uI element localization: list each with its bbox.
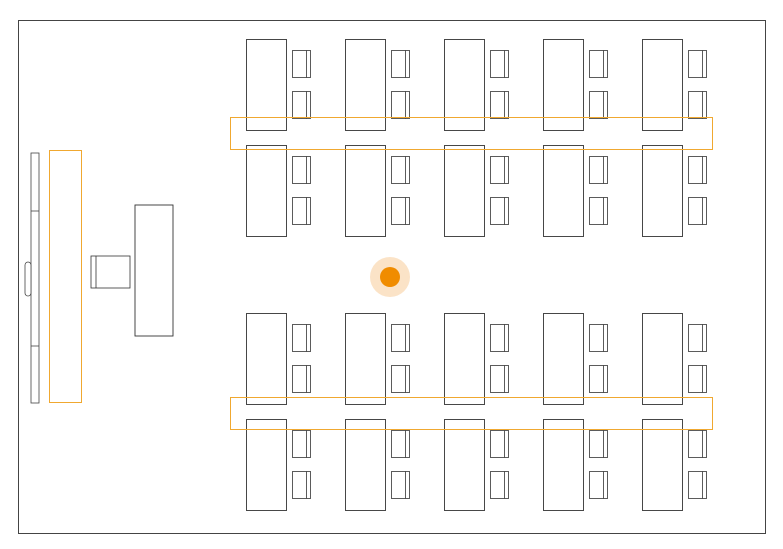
chair-icon[interactable]: [688, 197, 707, 225]
chair-icon[interactable]: [391, 156, 410, 184]
chair-icon[interactable]: [589, 197, 608, 225]
desk-unit: [444, 39, 509, 131]
desk-icon[interactable]: [246, 145, 287, 237]
room-boundary: [18, 20, 766, 534]
chair-icon[interactable]: [589, 91, 608, 119]
chair-icon[interactable]: [589, 156, 608, 184]
chair-icon[interactable]: [391, 91, 410, 119]
chair-icon[interactable]: [490, 324, 509, 352]
desk-unit: [543, 39, 608, 131]
teacher-chair[interactable]: [90, 255, 131, 289]
desk-icon[interactable]: [543, 419, 584, 511]
chair-icon[interactable]: [292, 471, 311, 499]
teacher-station: [90, 204, 174, 337]
chair-icon[interactable]: [391, 50, 410, 78]
desk-icon[interactable]: [642, 419, 683, 511]
chair-icon[interactable]: [391, 365, 410, 393]
whiteboard: [30, 152, 40, 404]
desk-unit: [246, 39, 311, 131]
desk-icon[interactable]: [642, 145, 683, 237]
desk-icon[interactable]: [642, 39, 683, 131]
desk-unit: [642, 419, 707, 511]
desk-icon[interactable]: [246, 419, 287, 511]
chair-icon[interactable]: [490, 471, 509, 499]
aisle-upper-highlight[interactable]: [230, 117, 713, 150]
desk-icon[interactable]: [246, 39, 287, 131]
desk-unit: [345, 419, 410, 511]
chair-icon[interactable]: [391, 324, 410, 352]
whiteboard-area-highlight[interactable]: [49, 150, 82, 403]
chair-icon[interactable]: [490, 91, 509, 119]
desk-icon[interactable]: [543, 145, 584, 237]
chair-icon[interactable]: [589, 365, 608, 393]
desk-unit: [543, 145, 608, 237]
chair-icon[interactable]: [688, 430, 707, 458]
desk-unit: [246, 313, 311, 405]
chair-icon[interactable]: [490, 365, 509, 393]
chair-icon[interactable]: [688, 156, 707, 184]
entrance-door[interactable]: [24, 261, 32, 297]
desk-icon[interactable]: [345, 313, 386, 405]
chair-icon[interactable]: [490, 156, 509, 184]
desk-unit: [246, 419, 311, 511]
chair-icon[interactable]: [391, 471, 410, 499]
chair-icon[interactable]: [688, 91, 707, 119]
desk-unit: [444, 313, 509, 405]
chair-icon[interactable]: [292, 91, 311, 119]
desk-icon[interactable]: [444, 419, 485, 511]
chair-icon[interactable]: [589, 324, 608, 352]
desk-icon[interactable]: [444, 313, 485, 405]
chair-icon[interactable]: [292, 50, 311, 78]
chair-icon[interactable]: [292, 324, 311, 352]
chair-icon[interactable]: [589, 50, 608, 78]
chair-icon[interactable]: [589, 430, 608, 458]
chair-icon[interactable]: [589, 471, 608, 499]
desk-unit: [444, 419, 509, 511]
location-marker-icon[interactable]: [370, 257, 410, 297]
student-desks: [246, 39, 707, 511]
desk-unit: [642, 313, 707, 405]
teacher-desk[interactable]: [134, 204, 174, 337]
desk-icon[interactable]: [345, 419, 386, 511]
chair-icon[interactable]: [688, 471, 707, 499]
desk-icon[interactable]: [345, 39, 386, 131]
chair-icon[interactable]: [490, 50, 509, 78]
desk-unit: [345, 313, 410, 405]
desk-icon[interactable]: [246, 313, 287, 405]
desk-unit: [345, 39, 410, 131]
location-marker-dot: [380, 267, 400, 287]
desk-icon[interactable]: [642, 313, 683, 405]
chair-icon[interactable]: [292, 156, 311, 184]
chair-icon[interactable]: [490, 197, 509, 225]
desk-unit: [642, 39, 707, 131]
chair-icon[interactable]: [292, 197, 311, 225]
desk-unit: [246, 145, 311, 237]
chair-icon[interactable]: [490, 430, 509, 458]
desk-unit: [345, 145, 410, 237]
desk-unit: [444, 145, 509, 237]
desk-unit: [642, 145, 707, 237]
desk-unit: [543, 419, 608, 511]
chair-icon[interactable]: [688, 50, 707, 78]
desk-unit: [543, 313, 608, 405]
highlighted-zones: [49, 117, 713, 430]
aisle-lower-highlight[interactable]: [230, 397, 713, 430]
desk-icon[interactable]: [543, 39, 584, 131]
chair-icon[interactable]: [688, 365, 707, 393]
desk-icon[interactable]: [543, 313, 584, 405]
chair-icon[interactable]: [292, 430, 311, 458]
front-wall: [24, 152, 40, 404]
chair-icon[interactable]: [391, 430, 410, 458]
chair-icon[interactable]: [688, 324, 707, 352]
desk-icon[interactable]: [444, 145, 485, 237]
desk-icon[interactable]: [444, 39, 485, 131]
desk-icon[interactable]: [345, 145, 386, 237]
chair-icon[interactable]: [292, 365, 311, 393]
chair-icon[interactable]: [391, 197, 410, 225]
